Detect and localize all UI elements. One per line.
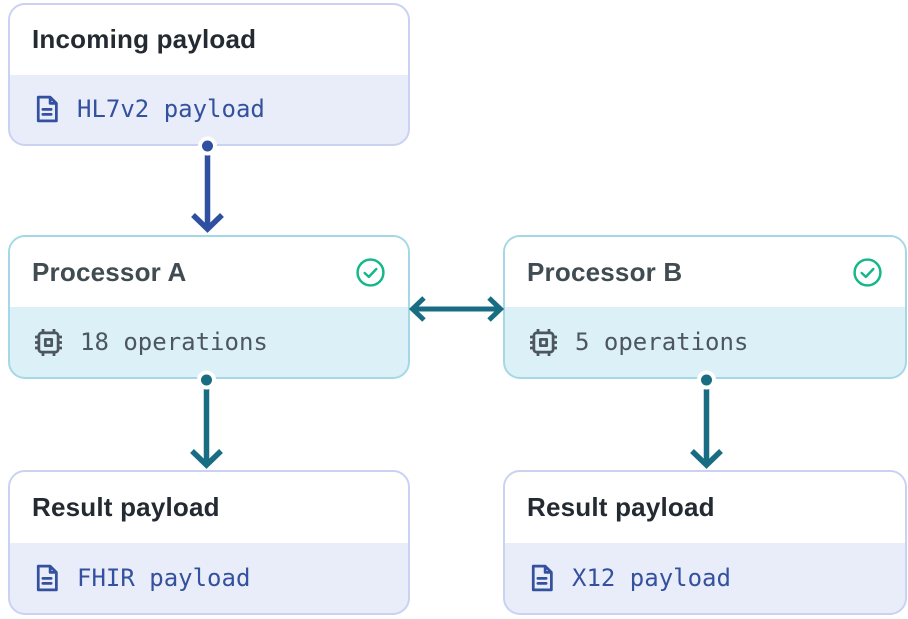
connector-dot <box>697 370 716 390</box>
node-body: FHIR payload <box>10 543 408 614</box>
document-icon <box>36 564 58 591</box>
node-title: Processor A <box>32 256 187 287</box>
node-result-payload-a[interactable]: Result payload FHIR payload <box>8 470 410 615</box>
node-incoming-payload[interactable]: Incoming payload HL7v2 payload <box>8 3 410 146</box>
node-title: Processor B <box>527 256 683 287</box>
node-title: Incoming payload <box>32 24 257 55</box>
chip-icon <box>530 328 557 356</box>
node-processor-a[interactable]: Processor A 18 operations <box>8 235 410 379</box>
node-header: Processor B <box>505 237 905 307</box>
node-body: 18 operations <box>10 307 408 377</box>
chip-icon <box>35 328 62 356</box>
document-icon <box>531 564 553 591</box>
node-value: 5 operations <box>575 328 749 356</box>
node-value: 18 operations <box>80 328 268 356</box>
arrow-incoming-to-processor-a <box>191 136 224 233</box>
node-header: Result payload <box>505 472 905 543</box>
arrow-processor-a-to-result-a <box>190 370 223 469</box>
node-title: Result payload <box>527 491 715 522</box>
node-header: Incoming payload <box>10 5 408 75</box>
node-header: Result payload <box>10 472 408 543</box>
node-body: 5 operations <box>505 307 905 377</box>
node-body: X12 payload <box>505 543 905 614</box>
node-processor-b[interactable]: Processor B 5 operations <box>503 235 907 379</box>
check-circle-icon <box>853 257 882 287</box>
node-value: X12 payload <box>572 563 731 592</box>
connector-dot <box>197 370 216 390</box>
node-value: FHIR payload <box>77 563 251 592</box>
arrow-processor-b-to-result-b <box>690 370 723 469</box>
node-body: HL7v2 payload <box>10 75 408 145</box>
check-circle-icon <box>356 257 385 287</box>
node-header: Processor A <box>10 237 408 307</box>
document-icon <box>36 96 58 123</box>
node-result-payload-b[interactable]: Result payload X12 payload <box>503 470 907 615</box>
arrow-processor-a-processor-b <box>408 296 505 322</box>
node-title: Result payload <box>32 491 220 522</box>
node-value: HL7v2 payload <box>77 95 265 124</box>
connector-dot <box>198 136 217 156</box>
